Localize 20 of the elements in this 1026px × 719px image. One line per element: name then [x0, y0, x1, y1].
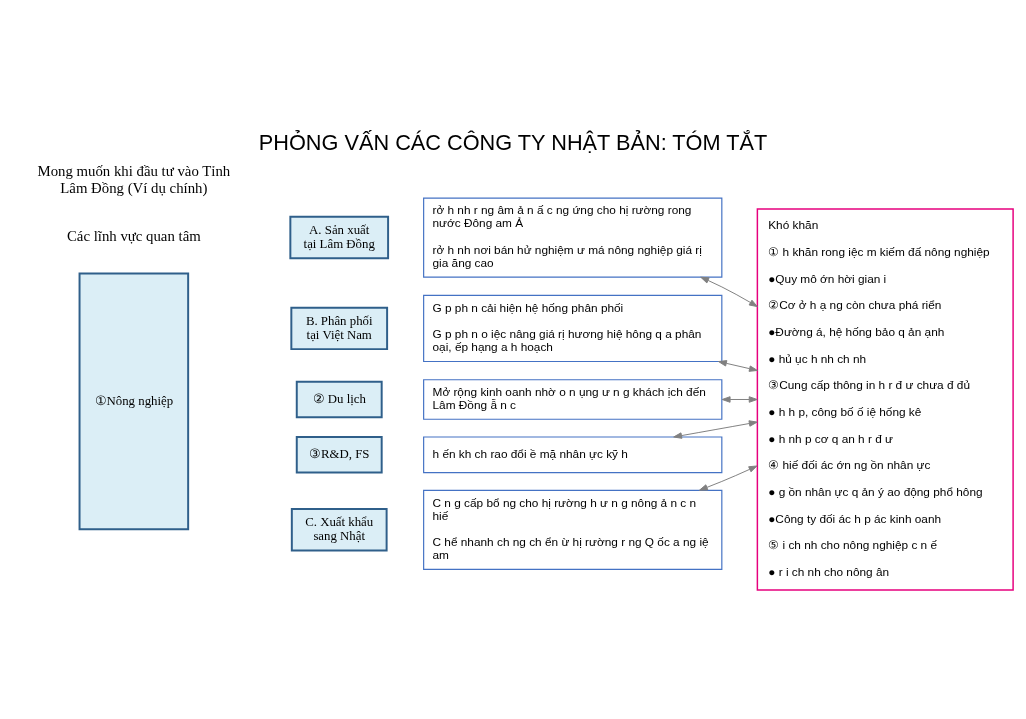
label: Mong muốn khi đầu tư vào Tỉnh Lâm Đồng (Ví dụ chính) — [37, 163, 231, 197]
node-box: Mở rộng kinh oanh nhờ o n ụng ư n g khách ịch đến Lâm Đồng ẫ n c — [423, 379, 723, 420]
arrow — [718, 360, 758, 372]
node-box: ①Nông nghiệp — [78, 272, 190, 531]
node-box: rở h nh r ng âm ả n ấ c ng ứng cho hị rường rong nước Đông am Ả rở h nh nơi bán hử nghiệm ư má nông nghiệp giá rị gia ăng cao — [423, 197, 723, 278]
node-box: Khó khăn ① h khăn rong iệc m kiếm đấ nông nghiệp ●Quy mô ớn hời gian i ②Cơ ở h ạ ng còn chưa phá riển ●Đường á, hệ hống bảo q ản ạnh ● hủ ục h nh ch nh ③Cung cấp thông in h r đ ư chưa đ đủ ● h h p, công bố ố iệ hống kê ● h nh p cơ q an h r đ ư ④ hiế đối ác ớn ng ồn nhân ực ● g ồn nhân ực q ản ý ao động phổ hông ●Công ty đối ác h p ác kinh oanh ⑤ i ch nh cho nông nghiệp c n ế ● r i ch nh cho nông ân — [756, 208, 1014, 591]
arrow — [698, 465, 758, 491]
arrow — [700, 276, 758, 308]
node-box: C. Xuất khẩu sang Nhật — [290, 508, 388, 552]
diagram-title: PHỎNG VẤN CÁC CÔNG TY NHẬT BẢN: TÓM TẮT — [258, 130, 768, 156]
node-box: A. Sản xuất tại Lâm Đồng — [289, 215, 390, 260]
node-box: ③R&D, FS — [295, 436, 383, 474]
node-box: B. Phân phối tại Việt Nam — [290, 306, 389, 351]
node-box: h ến kh ch rao đổi ề mặ nhân ực kỹ h — [423, 436, 723, 474]
node-box: ② Du lịch — [295, 380, 383, 419]
arrow — [673, 420, 758, 439]
arrow — [721, 396, 758, 403]
node-box: C n g cấp bổ ng cho hị rường h ư n g nông ả n c n hiế C hể nhanh ch ng ch ển ừ hị rường r ng Q ốc a ng iệ am — [423, 489, 723, 570]
node-box: G p ph n cải hiện hệ hống phân phối G p ph n o iệc nâng giá rị hương hiệ hông q a phân oại, ếp hạng a h hoạch — [423, 294, 723, 363]
label: Các lĩnh vực quan tâm — [66, 228, 201, 245]
